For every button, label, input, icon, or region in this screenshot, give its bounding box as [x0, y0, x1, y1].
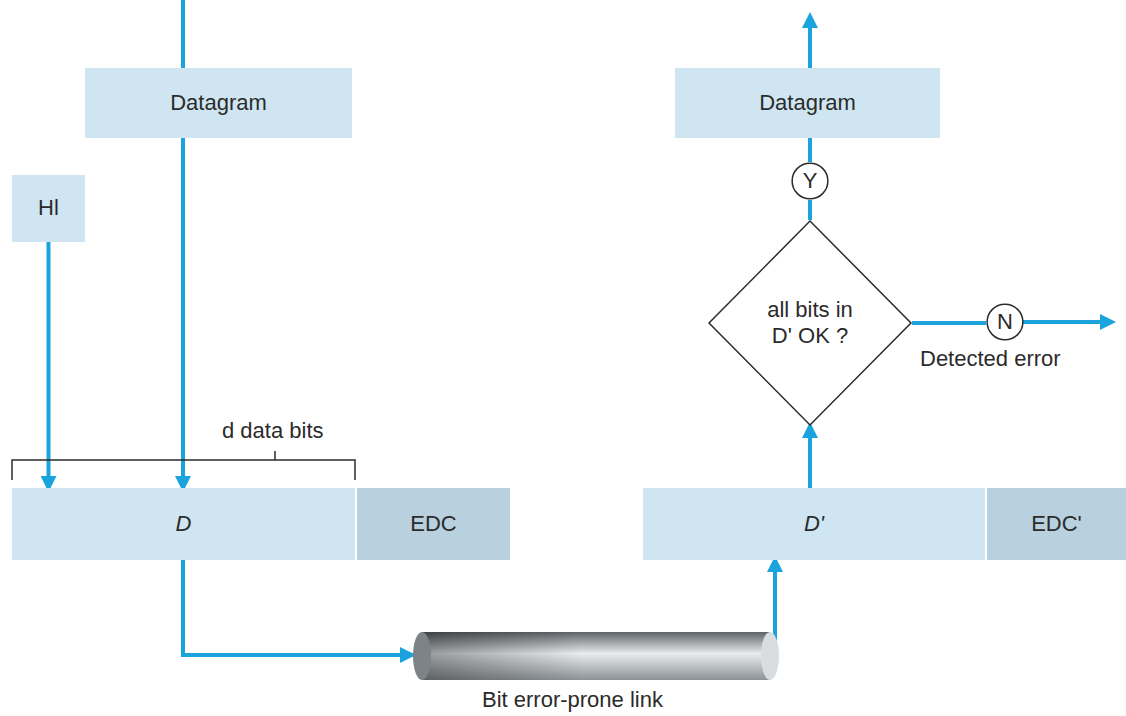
- edc-field: EDC': [987, 488, 1126, 560]
- bracket-label: d data bits: [222, 418, 324, 444]
- node-text: Datagram: [170, 90, 267, 116]
- node-text: Hl: [38, 195, 59, 221]
- node-text: Datagram: [759, 90, 856, 116]
- decision-diamond: all bits in D' OK ?: [708, 220, 912, 426]
- error-out-arrow: [1023, 320, 1112, 324]
- error-label: Detected error: [920, 346, 1061, 372]
- header-box: Hl: [12, 175, 85, 242]
- node-text: D': [804, 511, 824, 537]
- datagram-box: Datagram: [675, 68, 940, 138]
- no-circle: N: [986, 303, 1024, 341]
- link-label: Bit error-prone link: [482, 687, 663, 713]
- flow-connector: [808, 200, 812, 220]
- data-field: D': [643, 488, 985, 560]
- outgoing-arrow: [808, 16, 812, 68]
- datagram-box: Datagram: [85, 68, 352, 138]
- bracket: [12, 451, 355, 480]
- node-text: Y: [803, 168, 818, 194]
- yes-circle: Y: [791, 162, 829, 200]
- node-text: EDC': [1031, 511, 1082, 537]
- flow-connector: [181, 138, 185, 488]
- node-text: N: [997, 309, 1013, 335]
- incoming-arrow-line: [181, 0, 185, 68]
- flow-connector: [808, 426, 812, 488]
- edc-field: EDC: [357, 488, 510, 560]
- link-cable: [395, 632, 779, 680]
- data-field: D: [12, 488, 355, 560]
- node-text: EDC: [410, 511, 456, 537]
- flow-connector: [47, 242, 51, 488]
- flow-connector: [912, 321, 986, 325]
- node-text: all bits in D' OK ?: [762, 297, 858, 350]
- node-text: D: [176, 511, 192, 537]
- flow-connector: [808, 138, 812, 162]
